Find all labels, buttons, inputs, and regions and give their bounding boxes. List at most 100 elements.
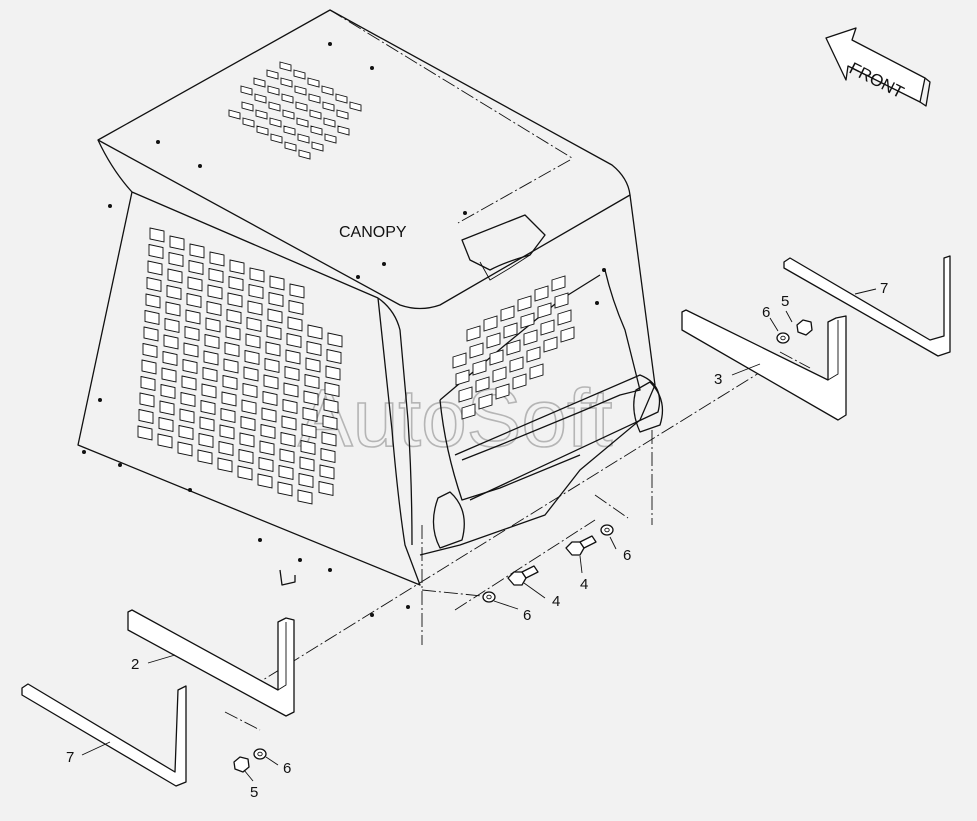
- slot: [282, 398, 298, 415]
- slot: [177, 441, 193, 457]
- slot: [458, 386, 473, 403]
- slot: [269, 275, 285, 291]
- slot: [265, 341, 281, 357]
- slot: [218, 440, 234, 457]
- slot: [301, 423, 317, 439]
- part-2-bracket-left: [127, 609, 295, 717]
- slot: [534, 285, 549, 302]
- slot: [142, 342, 158, 359]
- slot: [178, 424, 194, 441]
- slot: [307, 77, 320, 88]
- slot: [188, 259, 204, 276]
- slot: [322, 414, 338, 431]
- slot: [304, 373, 320, 390]
- slot: [182, 358, 198, 375]
- hole: [370, 66, 374, 70]
- cross-tube: [454, 374, 661, 501]
- slot: [310, 125, 323, 136]
- slot: [208, 267, 224, 284]
- slot: [181, 375, 197, 391]
- mounting-holes: [82, 42, 606, 617]
- slot: [245, 333, 261, 349]
- slot: [554, 292, 569, 309]
- slot: [223, 358, 239, 374]
- slot: [311, 141, 324, 152]
- slot: [256, 125, 269, 136]
- slot: [300, 439, 316, 456]
- slot: [305, 357, 321, 373]
- slot: [469, 342, 484, 359]
- slot: [239, 432, 255, 448]
- slot: [323, 398, 339, 414]
- slot: [267, 308, 283, 324]
- slot: [280, 77, 293, 88]
- slot: [157, 433, 173, 449]
- slot: [349, 101, 362, 112]
- canopy-left-panel: [77, 191, 421, 586]
- slot: [197, 449, 213, 465]
- slot: [220, 407, 236, 424]
- slot: [281, 415, 297, 431]
- callout-3: 3: [714, 371, 722, 388]
- slot: [165, 301, 181, 317]
- hole: [118, 463, 122, 467]
- part-7-seal-left: [21, 683, 187, 787]
- slot: [200, 399, 216, 416]
- slot: [287, 316, 303, 332]
- slot: [551, 275, 566, 292]
- slot: [285, 349, 301, 365]
- roof-bracket: [461, 214, 546, 271]
- roof-front-edge: [97, 139, 379, 299]
- slot: [321, 431, 337, 447]
- slot: [159, 400, 175, 416]
- slot: [267, 85, 280, 96]
- slot: [302, 406, 318, 423]
- part-5-nut-left: [233, 756, 250, 773]
- slot: [204, 333, 220, 350]
- slot: [260, 423, 276, 440]
- slot: [257, 473, 273, 489]
- slot: [226, 308, 242, 325]
- callout-5-upper: 5: [781, 293, 789, 310]
- slot: [149, 227, 165, 243]
- hole: [82, 450, 86, 454]
- slot: [503, 322, 518, 339]
- rear-window-grid: [452, 275, 575, 420]
- slot: [293, 69, 306, 80]
- slot: [248, 283, 264, 300]
- slot: [189, 243, 205, 259]
- hinge-right: [633, 381, 664, 433]
- slot: [259, 440, 275, 456]
- slot: [512, 373, 527, 390]
- part-3-bracket-right: [681, 309, 847, 421]
- slot: [283, 125, 296, 136]
- callout-7-upper: 7: [880, 280, 888, 297]
- slot: [224, 341, 240, 358]
- slot: [205, 317, 221, 333]
- slot: [138, 408, 154, 425]
- roof-vent-grid: [228, 61, 362, 160]
- slot: [266, 69, 279, 80]
- slot: [266, 324, 282, 341]
- slot: [162, 350, 178, 367]
- slot: [288, 299, 304, 316]
- slot: [184, 325, 200, 342]
- bottom-tab: [279, 569, 296, 586]
- slot: [261, 407, 277, 423]
- slot: [180, 391, 196, 408]
- slot: [483, 315, 498, 332]
- hole: [406, 605, 410, 609]
- slot: [294, 85, 307, 96]
- slot: [537, 302, 552, 319]
- slot: [147, 260, 163, 276]
- slot: [520, 312, 535, 329]
- slot: [509, 356, 524, 373]
- callout-7-lower: 7: [66, 749, 74, 766]
- slot: [324, 133, 337, 144]
- slot: [246, 316, 262, 333]
- slot: [321, 85, 334, 96]
- slot: [298, 149, 311, 160]
- slot: [201, 383, 217, 399]
- slot: [543, 336, 558, 353]
